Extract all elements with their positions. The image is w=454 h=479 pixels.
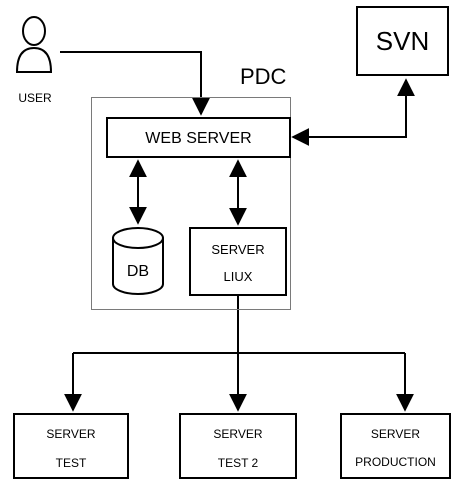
- server-test-box: SERVER TEST: [13, 413, 129, 479]
- svn-box: SVN: [356, 6, 449, 76]
- pdc-label: PDC: [240, 64, 287, 89]
- server-production-box: SERVER PRODUCTION: [340, 413, 451, 479]
- db-label: DB: [126, 263, 150, 280]
- server-test-2-line2: TEST 2: [217, 456, 259, 470]
- web-server-box: WEB SERVER: [106, 117, 291, 158]
- pdc-frame: [91, 97, 291, 310]
- user-icon: [15, 16, 53, 73]
- edge-web-server-svn: [291, 78, 415, 146]
- user-label: USER: [18, 91, 52, 105]
- server-liux-line2: LIUX: [223, 269, 253, 284]
- server-test-line1: SERVER: [46, 427, 96, 441]
- svn-label: SVN: [375, 26, 430, 56]
- server-test-2-line1: SERVER: [213, 427, 263, 441]
- database-cylinder-icon: [112, 227, 164, 295]
- server-liux-box: SERVER LIUX: [189, 227, 287, 296]
- web-server-label: WEB SERVER: [145, 130, 252, 147]
- server-test-2-box: SERVER TEST 2: [179, 413, 297, 479]
- server-test-line2: TEST: [55, 456, 87, 470]
- edge-user-to-web-server: [60, 51, 210, 116]
- server-production-line1: SERVER: [370, 427, 421, 441]
- server-production-line2: PRODUCTION: [355, 455, 436, 469]
- server-liux-line1: SERVER: [211, 242, 265, 257]
